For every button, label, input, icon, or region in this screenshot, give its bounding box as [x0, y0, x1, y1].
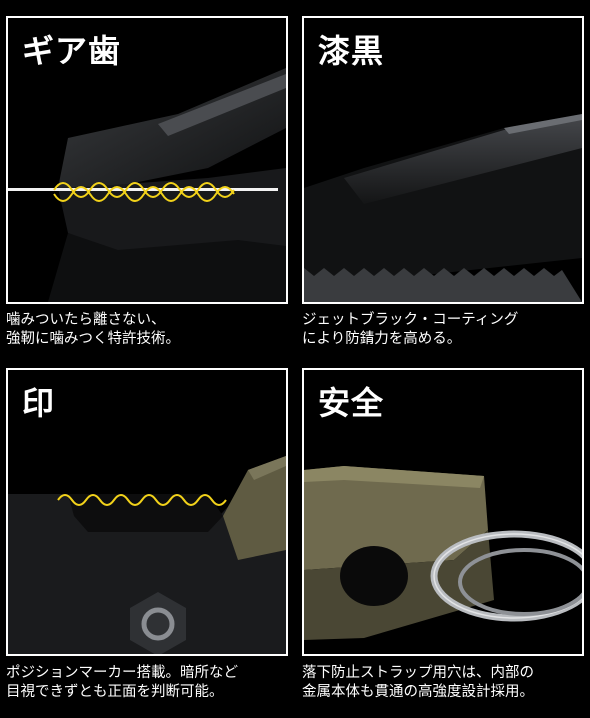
gear-teeth-illustration [8, 18, 286, 302]
panel-caption-jet-black: ジェットブラック・コーティング により防錆力を高める。 [302, 311, 588, 349]
caption-line: 目視できずとも正面を判断可能。 [6, 684, 224, 700]
teeth-edge [304, 268, 582, 302]
panel-gear-teeth: ギア歯 [6, 16, 288, 304]
gear-wave-inner [53, 186, 235, 202]
panel-caption-gear-teeth: 噛みついたら離さない、 強靭に噛みつく特許技術。 [6, 311, 292, 349]
panel-caption-position-marker: ポジションマーカー搭載。暗所など 目視できずとも正面を判断可能。 [6, 664, 292, 702]
jet-black-illustration [304, 18, 582, 302]
caption-line: 強靭に噛みつく特許技術。 [6, 331, 180, 347]
gear-wave-outer [53, 182, 235, 198]
panel-title: 漆黒 [318, 32, 385, 70]
panel-title: ギア歯 [22, 32, 122, 70]
caption-line: ポジションマーカー搭載。暗所など [6, 665, 238, 681]
safety-strap-illustration [304, 370, 582, 654]
position-marker-illustration [8, 370, 286, 654]
marker-wave [57, 494, 227, 506]
panel-safety: 安全 [302, 368, 584, 656]
panel-caption-safety: 落下防止ストラップ用穴は、内部の 金属本体も貫通の高強度設計採用。 [302, 664, 588, 702]
panel-jet-black: 漆黒 [302, 16, 584, 304]
position-marker-hexagon [130, 592, 186, 654]
caption-line: 落下防止ストラップ用穴は、内部の [302, 665, 534, 681]
panel-title: 印 [22, 384, 56, 422]
caption-line: により防錆力を高める。 [302, 331, 462, 347]
caption-line: ジェットブラック・コーティング [302, 312, 519, 328]
panel-position-marker: 印 [6, 368, 288, 656]
panel-title: 安全 [318, 384, 385, 422]
caption-line: 噛みついたら離さない、 [6, 312, 166, 328]
caption-line: 金属本体も貫通の高強度設計採用。 [302, 684, 534, 700]
